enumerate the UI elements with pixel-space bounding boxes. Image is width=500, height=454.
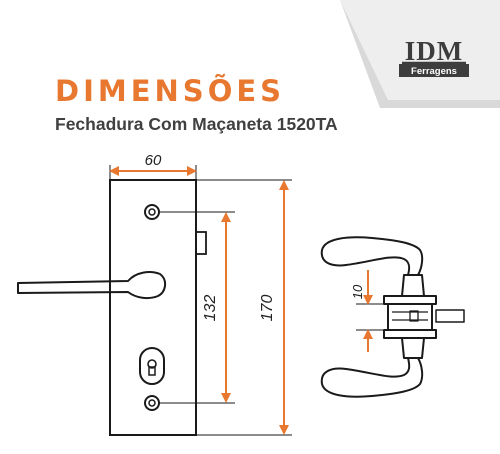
logo-tagline-text: Ferragens	[411, 66, 457, 77]
side-bottom-handle	[320, 357, 424, 398]
top-screw-hole	[144, 204, 160, 220]
page-title: DIMENSÕES	[55, 74, 286, 108]
side-bottom-rose	[383, 329, 437, 339]
logo-brand-text: IDM	[405, 36, 464, 66]
height-label: 170	[259, 295, 276, 322]
hole-spacing-label: 132	[202, 295, 219, 322]
lock-plate	[109, 179, 197, 436]
brand-logo-corner: IDM Ferragens	[340, 0, 500, 108]
width-label: 60	[145, 152, 162, 169]
dimension-hole-spacing: 132	[159, 211, 235, 404]
side-top-neck	[401, 274, 425, 297]
bottom-screw-hole	[144, 395, 160, 411]
logo-tagline-band	[399, 64, 469, 77]
logo-mark: IDM Ferragens	[399, 36, 469, 77]
side-bottom-neck	[401, 337, 425, 359]
key-cylinder	[139, 347, 165, 385]
dimension-width: 60	[109, 152, 197, 180]
thickness-label: 10	[350, 284, 365, 299]
latch-tab	[195, 231, 207, 255]
side-latch-bolt	[435, 309, 465, 323]
dimension-thickness: 10	[350, 270, 388, 352]
side-top-rose	[383, 295, 437, 305]
side-top-handle	[320, 236, 424, 276]
front-view	[17, 179, 207, 436]
lever-handle	[17, 271, 166, 300]
product-subtitle: Fechadura Com Maçaneta 1520TA	[55, 114, 338, 134]
dimension-height: 170	[196, 179, 292, 436]
side-view	[320, 236, 465, 398]
